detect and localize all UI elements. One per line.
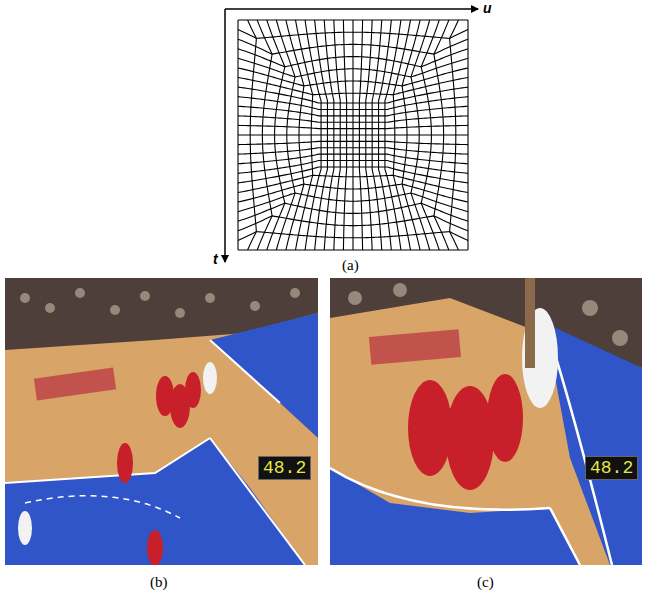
grid-line: [366, 20, 372, 250]
axis-label: t: [213, 252, 218, 266]
scoreboard-text: 48.2: [585, 456, 638, 480]
grid-line: [238, 216, 468, 231]
grid-line: [238, 141, 468, 144]
grid-line: [238, 193, 468, 212]
grid-line: [450, 20, 459, 250]
grid-line: [238, 175, 468, 192]
grid-line: [402, 20, 420, 250]
t-axis: [224, 9, 226, 262]
grid-line: [238, 184, 468, 202]
grid-line: [238, 249, 468, 250]
grid-line: [352, 20, 353, 250]
grid-line: [385, 20, 401, 250]
panel-label: (c): [477, 575, 494, 590]
grid-line: [238, 154, 468, 164]
u-axis: [225, 8, 478, 10]
grid-line: [238, 148, 468, 154]
grid-line: [238, 232, 468, 241]
axis-label: u: [483, 1, 492, 15]
panel-label: (b): [150, 575, 168, 590]
grid-line: [359, 20, 362, 250]
grid-line: [372, 20, 382, 250]
grid-line: [238, 203, 468, 221]
scoreboard-text: 48.2: [258, 456, 311, 480]
grid-line: [393, 20, 410, 250]
grid-line: [238, 167, 468, 183]
grid-line: [434, 20, 449, 250]
basketball-photo: [5, 278, 318, 565]
panel-label: (a): [342, 258, 359, 273]
grid-line: [467, 20, 468, 250]
grid-line: [411, 20, 430, 250]
grid-line: [421, 20, 439, 250]
warped-basketball-photo: [330, 278, 642, 565]
